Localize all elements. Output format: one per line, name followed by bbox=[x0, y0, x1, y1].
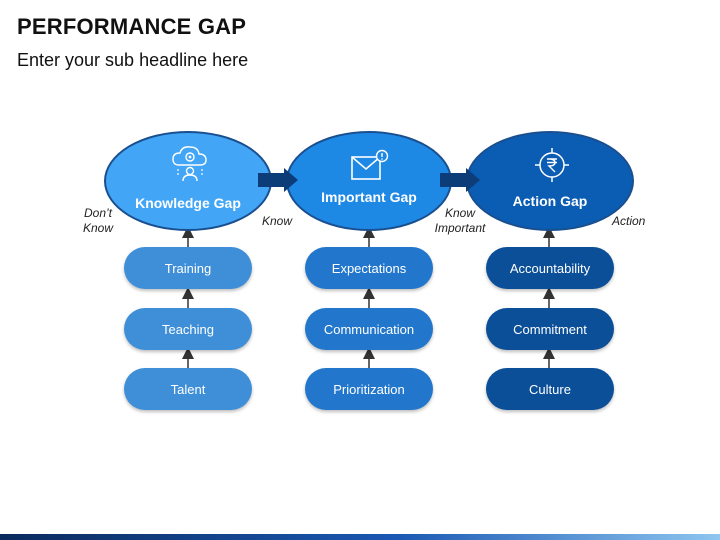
item-teaching: Teaching bbox=[124, 308, 252, 350]
rupee-target-icon bbox=[535, 148, 569, 182]
node-title: Important Gap bbox=[321, 189, 417, 205]
item-expectations: Expectations bbox=[305, 247, 433, 289]
item-culture: Culture bbox=[486, 368, 614, 410]
page-subtitle: Enter your sub headline here bbox=[17, 50, 249, 70]
footer-bar bbox=[0, 534, 720, 540]
label-dont-know: Don’t Know bbox=[82, 206, 114, 235]
node-title: Action Gap bbox=[512, 193, 588, 209]
label-action: Action bbox=[612, 214, 646, 228]
page-title: PERFORMANCE GAP bbox=[17, 14, 247, 39]
important-gap-node: Important Gap bbox=[286, 131, 452, 231]
item-commitment: Commitment bbox=[486, 308, 614, 350]
flow-arrow-right bbox=[258, 168, 298, 192]
action-gap-node: Action Gap bbox=[466, 131, 634, 231]
envelope-alert-icon bbox=[351, 149, 389, 180]
item-communication: Communication bbox=[305, 308, 433, 350]
item-prioritization: Prioritization bbox=[305, 368, 433, 410]
label-know-important: Know Important bbox=[434, 206, 486, 235]
item-training: Training bbox=[124, 247, 252, 289]
item-talent: Talent bbox=[124, 368, 252, 410]
flow-arrow-right bbox=[440, 168, 480, 192]
knowledge-gap-node: Knowledge Gap bbox=[104, 131, 272, 231]
label-know: Know bbox=[262, 214, 293, 228]
item-accountability: Accountability bbox=[486, 247, 614, 289]
node-title: Knowledge Gap bbox=[135, 195, 241, 211]
cloud-gear-person-icon bbox=[172, 146, 207, 182]
